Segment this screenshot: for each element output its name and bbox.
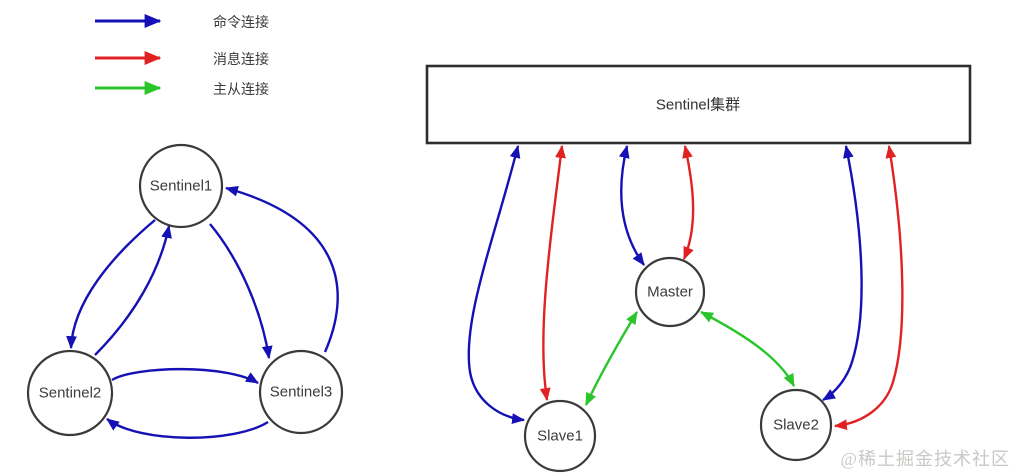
legend-command-label: 命令连接	[213, 14, 269, 30]
node-sentinel2-label: Sentinel2	[39, 385, 102, 402]
sentinel-cluster-diagram: Sentinel集群 Master Slave1 Slave2	[425, 64, 972, 473]
edge-sentinel3-to-sentinel2	[106, 418, 269, 439]
edge-sentinel3-to-sentinel1	[224, 185, 339, 353]
node-sentinel1-label: Sentinel1	[150, 178, 213, 195]
edge-sentinel1-to-sentinel2	[66, 219, 156, 350]
node-slave1-label: Slave1	[537, 428, 583, 445]
edge-cluster-master-message	[682, 144, 695, 260]
node-master	[634, 256, 706, 328]
node-sentinel2	[26, 349, 114, 437]
edge-master-slave2-replication	[700, 310, 796, 387]
legend-message-label: 消息连接	[213, 51, 269, 67]
watermark-text: @稀土掘金技术社区	[840, 449, 1010, 469]
node-sentinel3	[258, 349, 344, 435]
node-slave2-label: Slave2	[773, 417, 819, 434]
node-slave1	[523, 399, 597, 473]
edge-cluster-slave1-command	[467, 144, 526, 425]
edge-master-slave1-replication	[584, 311, 639, 406]
sentinel-cluster-box	[425, 64, 972, 145]
sentinel-cluster-title: Sentinel集群	[656, 97, 740, 114]
node-slave2	[759, 388, 833, 462]
edge-sentinel2-to-sentinel3	[111, 367, 259, 385]
legend: 命令连接 消息连接 主从连接	[95, 14, 269, 97]
edge-sentinel1-to-sentinel3	[209, 223, 273, 360]
edge-cluster-slave1-message	[539, 144, 566, 402]
edge-cluster-slave2-message	[833, 144, 904, 431]
edge-cluster-master-command	[618, 144, 645, 266]
edge-sentinel2-to-sentinel1	[94, 224, 172, 356]
sentinel-ring-diagram: Sentinel1 Sentinel2 Sentinel3	[26, 143, 344, 439]
legend-replication-label: 主从连接	[213, 81, 269, 97]
edge-cluster-slave2-command	[822, 144, 863, 402]
node-master-label: Master	[647, 284, 693, 301]
node-sentinel1	[138, 143, 224, 229]
node-sentinel3-label: Sentinel3	[270, 384, 333, 401]
